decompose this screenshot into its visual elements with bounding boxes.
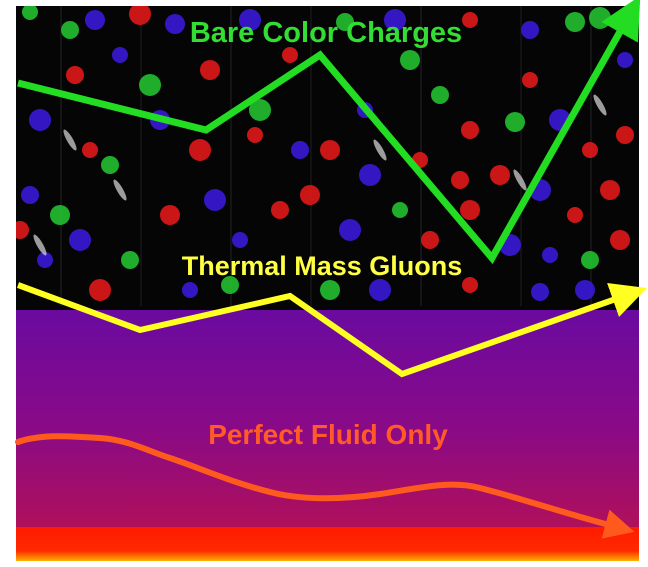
particle-green [221,276,239,294]
particle-green [565,12,585,32]
particle-red [200,60,220,80]
particle-blue [369,279,391,301]
particle-glint [593,94,607,116]
particle-red [89,279,111,301]
particle-blue [531,283,549,301]
particle-blue [232,232,248,248]
particle-green [392,202,408,218]
particle-green [249,99,271,121]
bare-color-charges-label: Bare Color Charges [190,17,462,49]
perfect-fluid-region [16,310,639,528]
particle-red [490,165,510,185]
particle-green [139,74,161,96]
particle-green [101,156,119,174]
particle-red [451,171,469,189]
particle-green [581,251,599,269]
particle-glint [513,169,527,191]
particle-red [189,139,211,161]
particle-red [16,221,29,239]
particle-blue [29,109,51,131]
thermal-mass-gluons-label: Thermal Mass Gluons [182,251,463,281]
particle-red [271,201,289,219]
particle-green [431,86,449,104]
particle-blue [37,252,53,268]
particle-blue [112,47,128,63]
particle-glint [63,129,77,151]
bare-color-charges-path [17,0,641,265]
particle-blue [359,164,381,186]
perfect-fluid-path [15,433,635,539]
particle-red [247,127,263,143]
particle-red [421,231,439,249]
particle-blue [339,219,361,241]
particle-red [567,207,583,223]
particle-blue [542,247,558,263]
particle-red [522,72,538,88]
particle-red [66,66,84,84]
particle-blue [21,186,39,204]
particle-blue [239,9,261,31]
particle-red [462,277,478,293]
particle-blue [617,52,633,68]
particle-red [460,200,480,220]
particle-red [582,142,598,158]
particle-green [400,50,420,70]
particle-glint [33,234,47,256]
particle-blue [85,10,105,30]
particle-red [282,47,298,63]
particle-blue [384,9,406,31]
particle-red [82,142,98,158]
particle-blue [69,229,91,251]
particle-green [320,280,340,300]
particle-blue [165,14,185,34]
particle-red [610,230,630,250]
particle-green [61,21,79,39]
particle-blue [182,282,198,298]
particle-blue [204,189,226,211]
particle-blue [521,21,539,39]
particle-red [160,205,180,225]
thermal-mass-gluons-path [16,282,647,378]
ground-state-band [16,527,639,561]
particle-green [121,251,139,269]
particle-red [461,121,479,139]
particle-green [336,13,354,31]
particle-green [589,7,611,29]
particle-red [320,140,340,160]
particle-red [616,126,634,144]
particle-glint [373,139,387,161]
particle-blue [575,280,595,300]
particle-blue [291,141,309,159]
particle-green [505,112,525,132]
particle-red [300,185,320,205]
particle-green [50,205,70,225]
color-charge-particles [16,6,634,301]
particle-glint [113,179,127,201]
particle-red [129,6,151,25]
particle-red [462,12,478,28]
perfect-fluid-only-label: Perfect Fluid Only [208,419,448,450]
particle-red [600,180,620,200]
particle-green [22,6,38,20]
